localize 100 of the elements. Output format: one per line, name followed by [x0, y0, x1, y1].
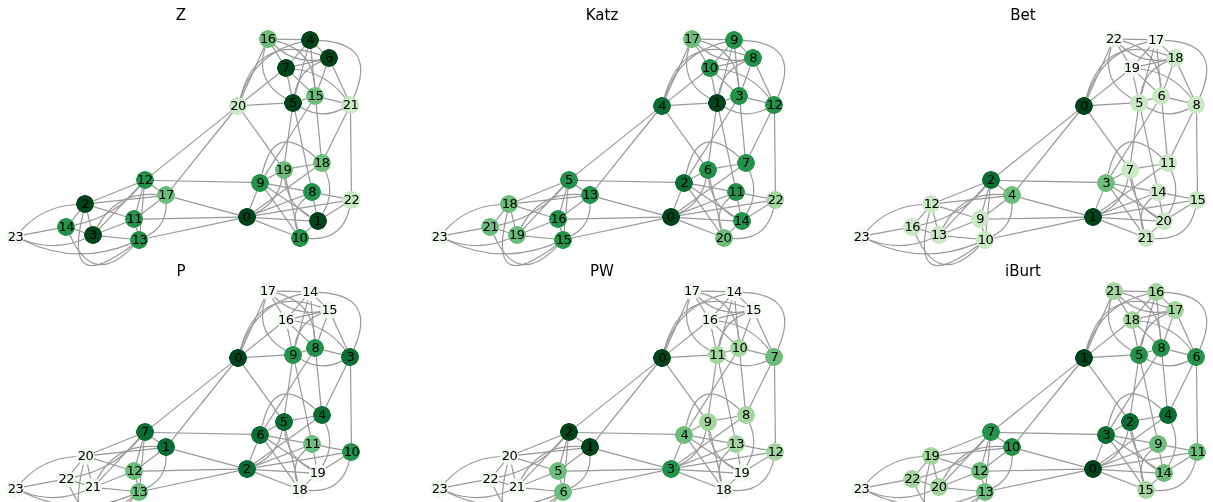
graph-node: 11 — [708, 345, 727, 364]
graph-node: 20 — [76, 447, 95, 466]
graph-node: 7 — [135, 423, 154, 442]
graph-node: 21 — [83, 478, 102, 497]
graph-node: 23 — [6, 227, 25, 246]
graph-node: 9 — [698, 412, 717, 431]
graph-node: 19 — [308, 464, 327, 483]
graph-node: 23 — [430, 479, 449, 498]
graph-node: 0 — [229, 348, 248, 367]
graph-node: 1 — [156, 438, 175, 457]
graph-node: 11 — [303, 435, 322, 454]
graph-node: 4 — [653, 96, 672, 115]
graph-node: 3 — [661, 460, 680, 479]
graph-node: 9 — [284, 345, 303, 364]
graph-node: 3 — [1097, 173, 1116, 192]
graph-node: 21 — [1136, 228, 1155, 247]
graph-node: 12 — [135, 171, 154, 190]
graph-node: 9 — [971, 210, 990, 229]
graph-node: 19 — [732, 464, 751, 483]
graph-node: 20 — [229, 96, 248, 115]
graph-node: 13 — [976, 482, 995, 501]
graph-node: 14 — [57, 217, 76, 236]
graph-node: 0 — [237, 208, 256, 227]
graph-node: 5 — [274, 412, 293, 431]
graph-node: 14 — [725, 282, 744, 301]
graph-node: 21 — [481, 217, 500, 236]
graph-node: 4 — [1002, 186, 1021, 205]
graph-node: 9 — [725, 30, 744, 49]
graph-node: 13 — [929, 226, 948, 245]
graph-node: 18 — [500, 195, 519, 214]
graph-node: 15 — [306, 87, 325, 106]
graph-node: 5 — [549, 462, 568, 481]
graph-node: 12 — [922, 195, 941, 214]
graph-node: 0 — [1083, 460, 1102, 479]
graph-node: 18 — [1166, 49, 1185, 68]
graph-node: 17 — [682, 281, 701, 300]
graph-node: 3 — [83, 226, 102, 245]
graph-node: 8 — [306, 339, 325, 358]
graph-node: 16 — [258, 29, 277, 48]
graph-node: 5 — [1130, 93, 1149, 112]
graph-node: 4 — [312, 406, 331, 425]
graph-node: 21 — [507, 478, 526, 497]
graph-node: 4 — [1158, 406, 1177, 425]
graph-node: 15 — [320, 301, 339, 320]
graph-node: 5 — [1130, 345, 1149, 364]
graph-node: 5 — [284, 93, 303, 112]
graph-node: 22 — [766, 190, 785, 209]
graph-node: 1 — [708, 93, 727, 112]
graph-node: 12 — [125, 462, 144, 481]
graph-node: 7 — [765, 347, 784, 366]
graph-node: 2 — [981, 171, 1000, 190]
graph-node: 6 — [554, 482, 573, 501]
graph-node: 17 — [258, 281, 277, 300]
graph-node: 22 — [57, 469, 76, 488]
graph-node: 4 — [675, 425, 694, 444]
panel-title: Z — [175, 6, 187, 24]
graph-node: 18 — [312, 154, 331, 173]
graph-node: 22 — [903, 469, 922, 488]
graph-node: 20 — [500, 447, 519, 466]
graph-node: 12 — [766, 442, 785, 461]
graph-node: 14 — [1149, 183, 1168, 202]
graph-node: 19 — [1122, 59, 1141, 78]
graph-node: 3 — [341, 347, 360, 366]
graph-node: 6 — [1187, 347, 1206, 366]
graph-node: 1 — [580, 438, 599, 457]
graph-node: 11 — [1188, 442, 1207, 461]
graph-node: 19 — [507, 226, 526, 245]
graph-node: 23 — [6, 479, 25, 498]
graph-node: 8 — [303, 183, 322, 202]
graph-node: 6 — [1152, 87, 1171, 106]
graph-node: 10 — [700, 59, 719, 78]
graph-node: 19 — [274, 160, 293, 179]
graph-node: 13 — [727, 435, 746, 454]
graph-node: 22 — [342, 190, 361, 209]
graph-node: 17 — [1166, 301, 1185, 320]
graph-node: 12 — [971, 462, 990, 481]
panel-title: P — [176, 262, 186, 280]
graph-node: 21 — [1104, 281, 1123, 300]
graph-node: 15 — [1188, 190, 1207, 209]
graph-node: 18 — [714, 480, 733, 499]
graph-node: 15 — [1136, 480, 1155, 499]
graph-node: 2 — [1120, 412, 1139, 431]
graph-node: 3 — [1097, 425, 1116, 444]
graph-node: 14 — [1154, 464, 1173, 483]
graph-node: 16 — [276, 311, 295, 330]
graph-node: 19 — [922, 447, 941, 466]
graph-node: 1 — [308, 212, 327, 231]
graph-node: 16 — [903, 217, 922, 236]
graph-node: 10 — [342, 442, 361, 461]
graph-node: 13 — [580, 186, 599, 205]
graph-node: 14 — [301, 282, 320, 301]
graph-node: 0 — [661, 208, 680, 227]
graph-node: 17 — [682, 29, 701, 48]
graph-node: 2 — [237, 460, 256, 479]
graph-node: 23 — [852, 227, 871, 246]
graph-node: 11 — [1158, 154, 1177, 173]
graph-node: 16 — [700, 311, 719, 330]
panel-title: Katz — [585, 6, 619, 24]
graph-node: 6 — [698, 160, 717, 179]
graph-node: 1 — [1083, 208, 1102, 227]
